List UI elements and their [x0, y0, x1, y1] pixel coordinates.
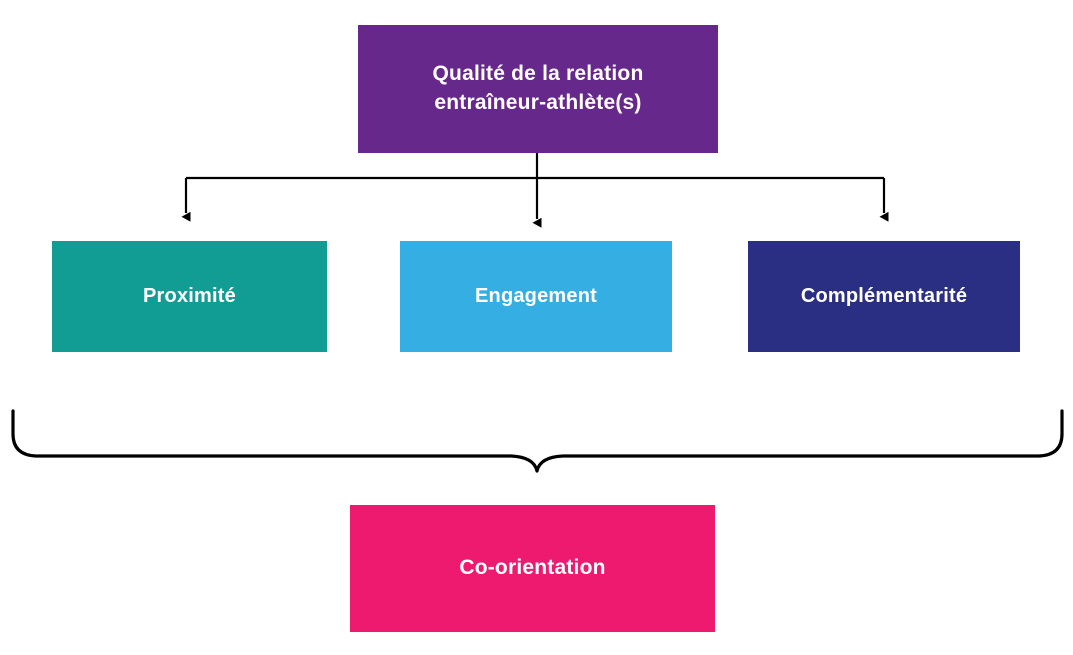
node-root-relationship-quality: Qualité de la relation entraîneur-athlèt…: [358, 25, 718, 153]
node-branch-engagement: Engagement: [400, 241, 672, 352]
node-outcome-label: Co-orientation: [459, 556, 606, 580]
node-branch-proximite-label: Proximité: [143, 284, 236, 307]
node-branch-proximite: Proximité: [52, 241, 327, 352]
node-outcome-co-orientation: Co-orientation: [350, 505, 715, 632]
node-root-label: Qualité de la relation entraîneur-athlèt…: [432, 62, 644, 114]
node-branch-engagement-label: Engagement: [474, 284, 598, 307]
node-branch-complementarite-label: Complémentarité: [800, 284, 968, 307]
brace-path: [11, 409, 1064, 473]
node-branch-complementarite: Complémentarité: [748, 241, 1020, 352]
